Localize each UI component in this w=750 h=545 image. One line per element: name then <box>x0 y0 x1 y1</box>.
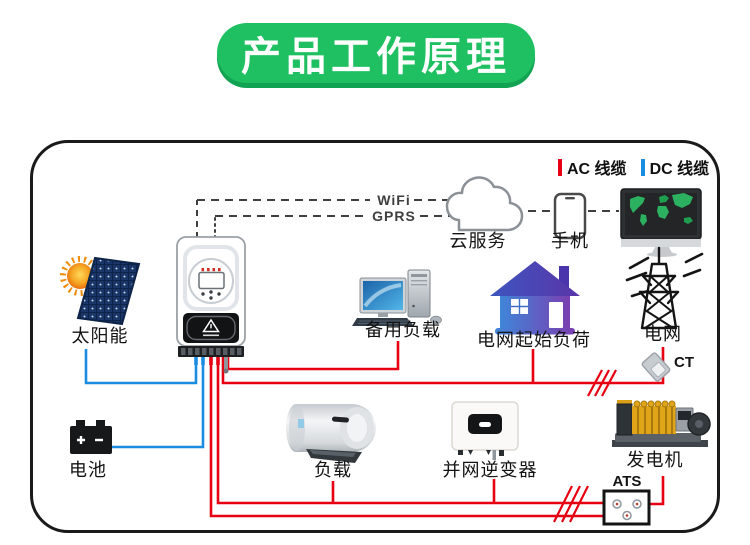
cloud-label: 云服务 <box>449 231 507 251</box>
ats-box <box>602 489 651 526</box>
ac-wire-ats-upper <box>216 355 614 505</box>
plus-icon <box>77 436 85 444</box>
inverter-screen <box>198 271 225 290</box>
monitor-icon <box>620 188 702 257</box>
solar-panel-icon <box>76 256 141 326</box>
battery-label: 电池 <box>69 460 107 480</box>
dc-wire-solar <box>84 349 198 385</box>
inverter-icon <box>176 236 246 374</box>
legend-dc-label: DC 线缆 <box>649 161 710 178</box>
wifi-label: WiFi <box>374 192 414 208</box>
house-icon <box>490 261 580 335</box>
legend-ac-label: AC 线缆 <box>567 161 627 178</box>
legend-dc: DC 线缆 <box>640 155 710 179</box>
wire-stubs <box>194 357 229 374</box>
ct-sensor-icon <box>641 352 671 382</box>
warning-triangle-icon <box>202 318 220 333</box>
load-label: 负载 <box>314 460 352 480</box>
cloud-icon <box>445 176 524 232</box>
ats-label: ATS <box>612 473 642 490</box>
inverter-buttons <box>201 290 221 300</box>
dc-color-swatch <box>640 158 645 176</box>
solar-label: 太阳能 <box>71 326 129 346</box>
computer-icon <box>352 269 442 326</box>
generator-label: 发电机 <box>626 450 684 470</box>
ct-label: CT <box>674 354 694 371</box>
backup-load-label: 备用负载 <box>365 320 441 340</box>
cable-hatch-marks <box>553 369 617 523</box>
cable-hatch-ats-lines <box>553 485 589 523</box>
world-map <box>630 193 693 226</box>
comm-lines <box>196 199 619 239</box>
grid-tied-inverter-icon <box>451 401 519 460</box>
legend-ac: AC 线缆 <box>558 155 627 179</box>
phone-icon <box>553 192 587 240</box>
legend: AC 线缆 DC 线缆 <box>558 155 709 179</box>
dc-wire-battery <box>112 352 205 449</box>
ac-wire-backup-load <box>226 341 400 371</box>
gprs-label: GPRS <box>369 208 419 224</box>
generator-icon <box>612 400 711 447</box>
phone-label: 手机 <box>551 231 589 251</box>
ac-wire-ats-lower <box>209 355 624 518</box>
wiring <box>84 341 665 518</box>
page-title: 产品工作原理 <box>241 35 511 79</box>
grid-tied-inverter-label: 并网逆变器 <box>442 460 538 480</box>
ac-color-swatch <box>558 158 562 176</box>
wifi-dongle <box>224 357 228 370</box>
cable-hatch-grid-line <box>587 369 617 397</box>
ats-terminals <box>612 499 642 521</box>
house-load-label: 电网起始负荷 <box>477 330 591 350</box>
battery-icon <box>70 420 112 454</box>
water-heater-icon <box>286 404 376 463</box>
grid-tower-icon <box>625 246 704 330</box>
gti-antenna <box>492 450 496 460</box>
title-banner: 产品工作原理 <box>217 23 535 83</box>
grid-label: 电网 <box>644 324 682 344</box>
inverter-led-row <box>201 268 221 272</box>
